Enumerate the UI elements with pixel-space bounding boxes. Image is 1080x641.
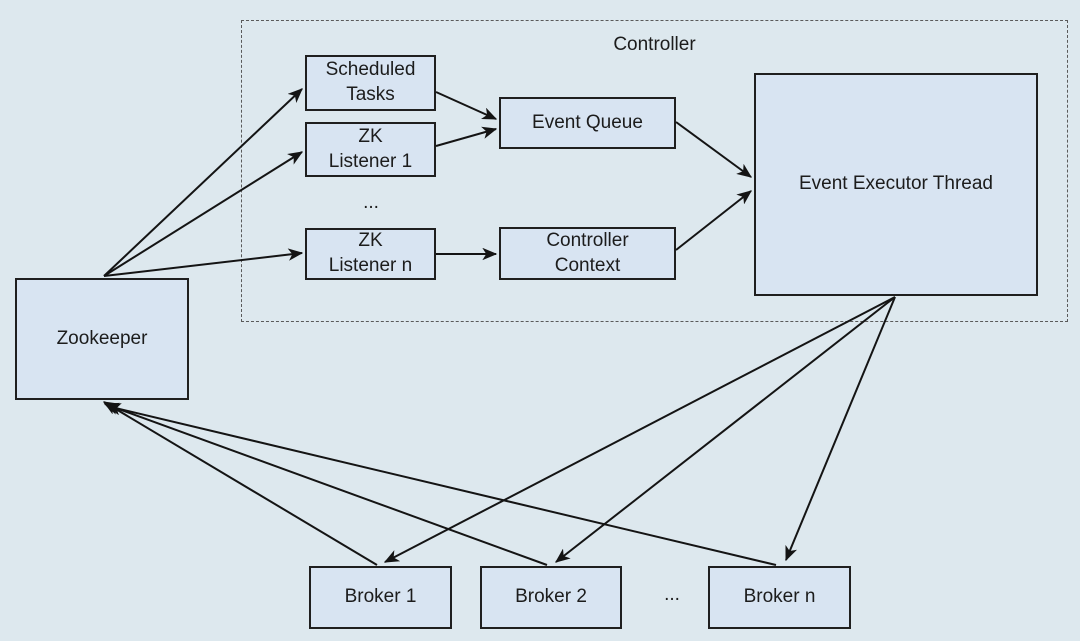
arrow-broker-2-to-zookeeper: [103, 402, 548, 566]
zk-listener-1-label: ZK Listener 1: [328, 125, 413, 172]
zookeeper-node: Zookeeper: [15, 278, 189, 400]
scheduled-tasks-label: Scheduled Tasks: [325, 59, 416, 105]
zk-listener-1-node: ZK Listener 1: [305, 122, 436, 177]
zookeeper-label: Zookeeper: [56, 327, 148, 349]
scheduled-tasks-node: Scheduled Tasks: [305, 55, 436, 111]
arrow-event-executor-thread-to-broker-1: [383, 296, 896, 563]
broker-1-node: Broker 1: [309, 566, 452, 629]
brokers-ellipsis: ...: [664, 584, 680, 605]
arrow-broker-n-to-zookeeper: [105, 403, 777, 566]
controller-context-label: Controller Context: [546, 229, 629, 276]
listeners-ellipsis: ...: [363, 192, 379, 213]
arrow-broker-1-to-zookeeper: [102, 401, 378, 566]
zk-listener-n-label: ZK Listener n: [328, 230, 413, 276]
broker-2-label: Broker 2: [515, 586, 587, 608]
broker-1-label: Broker 1: [344, 586, 417, 608]
event-executor-thread-label: Event Executor Thread: [799, 173, 993, 195]
arrow-event-executor-thread-to-broker-2: [555, 296, 896, 563]
zk-listener-n-node: ZK Listener n: [305, 228, 436, 280]
controller-group-title: Controller: [613, 34, 696, 55]
broker-2-node: Broker 2: [480, 566, 622, 629]
event-queue-node: Event Queue: [499, 97, 676, 149]
arrow-event-executor-thread-to-broker-n: [785, 296, 896, 562]
event-executor-thread-node: Event Executor Thread: [754, 73, 1038, 296]
broker-n-node: Broker n: [708, 566, 851, 629]
controller-context-node: Controller Context: [499, 227, 676, 280]
broker-n-label: Broker n: [743, 586, 816, 608]
event-queue-label: Event Queue: [532, 111, 643, 133]
